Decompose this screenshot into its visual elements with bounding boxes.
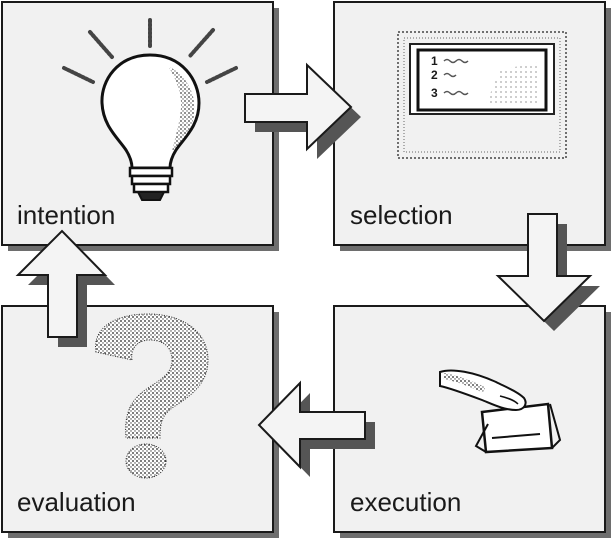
menu-item-number-2: 2	[431, 68, 438, 82]
arrow-execution-to-evaluation	[257, 380, 375, 477]
arrow-evaluation-to-intention	[15, 229, 115, 347]
label-selection: selection	[350, 200, 453, 230]
arrow-selection-to-execution	[495, 213, 600, 331]
arrow-intention-to-selection	[244, 62, 361, 159]
menu-item-number-1: 1	[431, 54, 438, 68]
lightbulb-icon	[62, 18, 238, 201]
menu-screen-icon	[397, 31, 567, 159]
label-intention: intention	[17, 200, 116, 230]
menu-item-number-3: 3	[431, 86, 438, 100]
label-execution: execution	[350, 487, 462, 517]
box-execution	[333, 305, 611, 538]
hand-mouse-icon	[439, 369, 562, 454]
label-evaluation: evaluation	[17, 487, 136, 517]
question-mark-icon	[95, 313, 209, 479]
